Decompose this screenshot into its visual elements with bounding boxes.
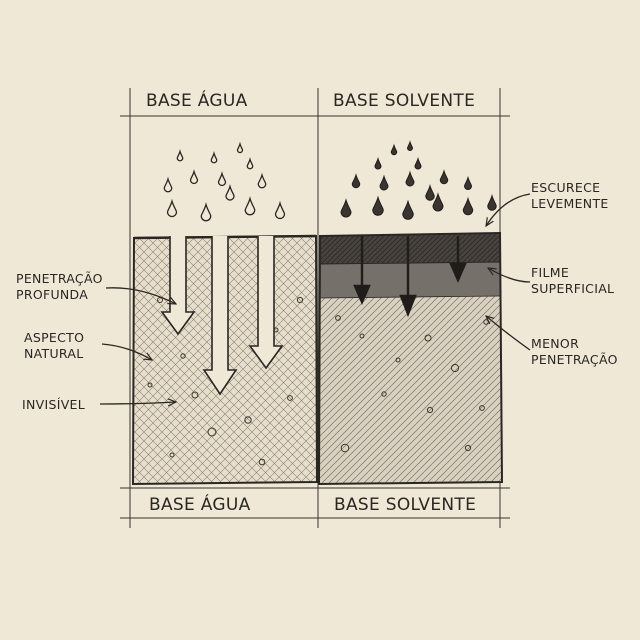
solvent-drop bbox=[462, 196, 474, 216]
water-drops bbox=[163, 141, 286, 222]
label-less-penetration: MENOR PENETRAÇÃO bbox=[531, 336, 618, 368]
solvent-drop bbox=[439, 169, 449, 185]
water-drop bbox=[200, 202, 212, 222]
label-darkens-slightly: ESCURECE LEVEMENTE bbox=[531, 180, 609, 212]
water-drop bbox=[257, 172, 267, 189]
water-based-block bbox=[131, 234, 319, 486]
solvent-drop bbox=[425, 183, 435, 201]
water-drop bbox=[246, 156, 254, 170]
label-less-penetration-line1: MENOR bbox=[531, 336, 580, 351]
solvent-based-block bbox=[317, 231, 504, 486]
label-natural-aspect: ASPECTO NATURAL bbox=[24, 330, 84, 362]
water-drop bbox=[163, 176, 173, 193]
water-drop bbox=[236, 141, 244, 154]
solvent-drop bbox=[406, 140, 414, 151]
solvent-drop bbox=[374, 156, 382, 170]
solvent-drop bbox=[390, 143, 398, 156]
solvent-drop bbox=[372, 195, 384, 216]
label-darkens-line1: ESCURECE bbox=[531, 180, 601, 195]
label-darkens-line2: LEVEMENTE bbox=[531, 196, 609, 211]
water-drop bbox=[274, 200, 286, 220]
water-drop bbox=[189, 169, 199, 185]
water-drop bbox=[210, 150, 218, 164]
label-surface-film: FILME SUPERFICIAL bbox=[531, 265, 614, 297]
header-top-right: BASE SOLVENTE bbox=[333, 91, 476, 111]
label-surface-film-line1: FILME bbox=[531, 265, 570, 280]
label-deep-penetration-line2: PROFUNDA bbox=[16, 287, 89, 302]
solvent-drop bbox=[487, 193, 497, 211]
water-pores bbox=[147, 296, 304, 466]
leader-lines bbox=[99, 193, 531, 404]
header-bottom-right: BASE SOLVENTE bbox=[334, 495, 477, 515]
solvent-penetration-arrows bbox=[353, 236, 467, 318]
water-drop bbox=[244, 196, 256, 216]
solvent-drop bbox=[414, 156, 422, 170]
label-natural-aspect-line2: NATURAL bbox=[24, 346, 84, 361]
solvent-drop bbox=[405, 170, 415, 187]
solvent-drop bbox=[463, 175, 473, 190]
water-penetration-arrows bbox=[160, 236, 284, 396]
solvent-drop bbox=[340, 198, 352, 218]
header-top-left: BASE ÁGUA bbox=[146, 91, 248, 111]
water-drop bbox=[166, 198, 178, 218]
solvent-drops bbox=[340, 140, 497, 220]
label-deep-penetration: PENETRAÇÃO PROFUNDA bbox=[16, 271, 103, 303]
solvent-drop bbox=[379, 174, 389, 191]
water-drop bbox=[176, 148, 184, 162]
label-surface-film-line2: SUPERFICIAL bbox=[531, 281, 615, 296]
label-deep-penetration-line1: PENETRAÇÃO bbox=[16, 271, 103, 286]
header-bottom-left: BASE ÁGUA bbox=[149, 495, 251, 515]
solvent-drop bbox=[351, 173, 361, 189]
solvent-drop bbox=[402, 199, 414, 220]
water-drop bbox=[225, 183, 235, 201]
solvent-drop bbox=[432, 192, 444, 212]
water-drop bbox=[217, 171, 227, 187]
label-invisible: INVISÍVEL bbox=[22, 397, 86, 412]
label-less-penetration-line2: PENETRAÇÃO bbox=[531, 352, 618, 367]
label-natural-aspect-line1: ASPECTO bbox=[24, 330, 85, 345]
